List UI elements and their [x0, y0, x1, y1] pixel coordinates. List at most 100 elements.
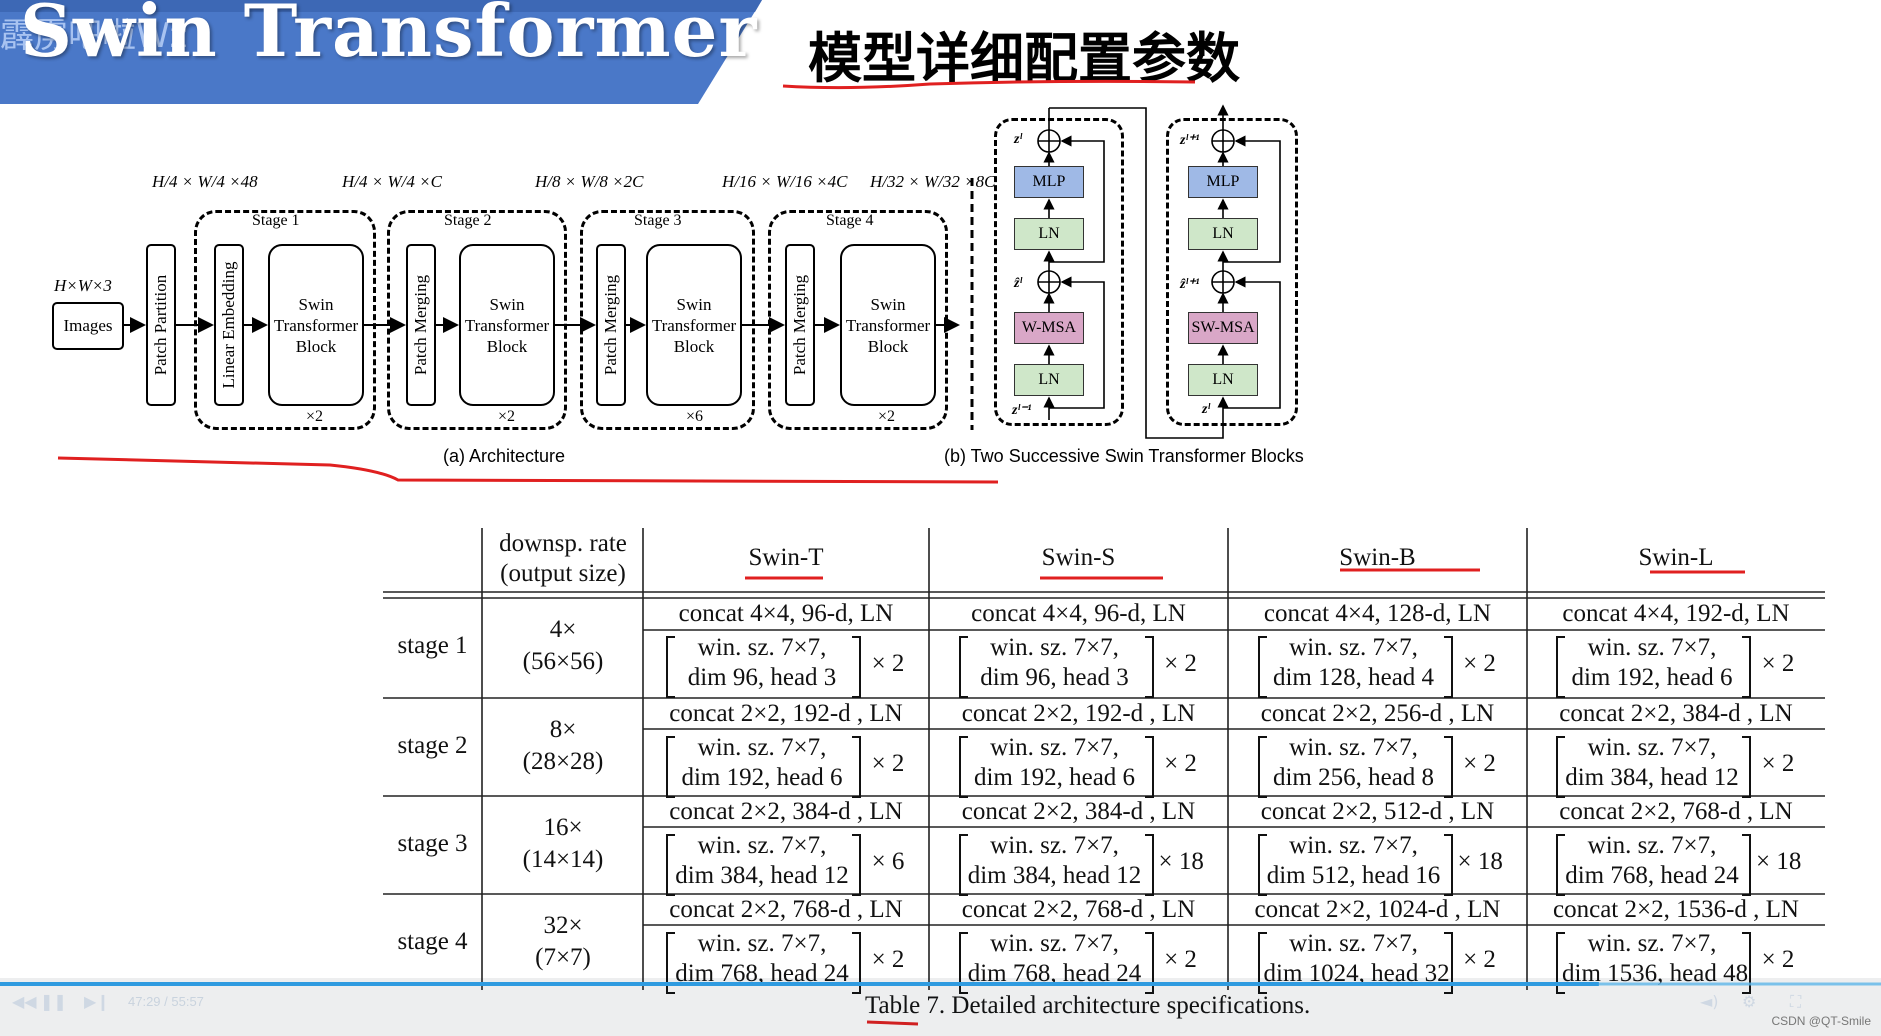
bracket-left: [1556, 932, 1565, 994]
output-size-cell: (28×28): [522, 748, 604, 775]
header-swin-s: Swin-S: [1041, 544, 1116, 571]
header-swin-b: Swin-B: [1339, 544, 1416, 571]
output-size-cell: (14×14): [522, 846, 604, 873]
concat-cell: concat 2×2, 1536-d , LN: [1553, 896, 1799, 923]
window-size-cell: win. sz. 7×7,: [990, 634, 1119, 661]
banner-watermark: 霹雳吧啦Wz: [0, 16, 188, 56]
repeat-cell: × 2: [1761, 650, 1795, 677]
repeat-cell: × 2: [1761, 750, 1795, 777]
concat-cell: concat 2×2, 384-d , LN: [669, 798, 903, 825]
bracket-right: [1443, 932, 1453, 994]
window-size-cell: win. sz. 7×7,: [697, 930, 827, 957]
progress-track[interactable]: [0, 978, 1881, 1036]
repeat-cell: × 6: [871, 848, 905, 875]
dim-label-1: H/4 × W/4 ×C: [342, 172, 442, 191]
table-caption: Table 7. Detailed architecture specifica…: [865, 992, 1310, 1020]
bracket-right: [1144, 736, 1154, 798]
swin-block-label: Swin Transformer Block: [464, 294, 550, 356]
stage-3-repeat: ×6: [686, 408, 704, 425]
concat-cell: concat 2×2, 768-d , LN: [961, 896, 1196, 923]
concat-cell: concat 4×4, 128-d, LN: [1263, 600, 1492, 627]
header-swin-l: Swin-L: [1638, 544, 1714, 571]
swin-block-label: Swin Transformer Block: [845, 294, 931, 356]
concat-cell: concat 2×2, 192-d , LN: [961, 700, 1196, 727]
bracket-left: [1257, 736, 1267, 798]
patch-merging-box-2: Patch Merging: [406, 244, 436, 406]
patch-partition-box: Patch Partition: [146, 244, 176, 406]
bracket-left: [958, 636, 968, 698]
dim-head-cell: dim 384, head 12: [675, 862, 849, 889]
window-size-cell: win. sz. 7×7,: [1587, 634, 1717, 661]
stage-3-label: Stage 3: [634, 212, 682, 229]
architecture-caption: (a) Architecture: [443, 446, 566, 466]
bracket-left: [958, 932, 968, 994]
stage-1-box: [194, 210, 376, 430]
repeat-cell: × 2: [871, 650, 905, 677]
dim-label-0: H/4 × W/4 ×48: [152, 172, 258, 191]
stage-2-box: [387, 210, 567, 430]
header-rate-line1: downsp. rate: [499, 530, 627, 557]
repeat-cell: × 2: [1164, 650, 1197, 677]
stage-1-repeat: ×2: [306, 408, 324, 425]
repeat-cell: × 2: [1164, 946, 1197, 973]
bracket-right: [852, 636, 861, 698]
concat-cell: concat 2×2, 1024-d , LN: [1254, 896, 1501, 923]
pause-icon[interactable]: ❚❚: [40, 992, 67, 1011]
video-player-bar: ◀◀ ❚❚ ▶❙ 47:29 / 55:57 ◄) ⚙ ⛶: [0, 978, 1881, 1036]
bracket-left: [666, 834, 675, 896]
dim-head-cell: dim 192, head 6: [973, 764, 1136, 791]
bracket-right: [852, 932, 861, 994]
bracket-right: [1742, 834, 1751, 896]
window-size-cell: win. sz. 7×7,: [1587, 734, 1717, 761]
dim-label-2: H/8 × W/8 ×2C: [535, 172, 644, 191]
concat-cell: concat 2×2, 384-d , LN: [961, 798, 1196, 825]
bracket-left: [1257, 932, 1267, 994]
bracket-right: [1443, 736, 1453, 798]
banner-title: Swin Transformer: [20, 0, 758, 73]
bracket-left: [666, 932, 675, 994]
window-size-cell: win. sz. 7×7,: [1289, 734, 1418, 761]
patch-merging-box-3: Patch Merging: [596, 244, 626, 406]
bracket-left: [1257, 834, 1267, 896]
concat-cell: concat 2×2, 192-d , LN: [669, 700, 903, 727]
concat-cell: concat 2×2, 768-d , LN: [1559, 798, 1793, 825]
window-size-cell: win. sz. 7×7,: [697, 832, 827, 859]
window-size-cell: win. sz. 7×7,: [990, 832, 1119, 859]
dim-label-4: H/32 × W/32 ×8C: [870, 172, 996, 191]
bracket-right: [1443, 834, 1453, 896]
bracket-right: [852, 736, 861, 798]
title-banner: 霹雳吧啦Wz Swin Transformer: [0, 0, 762, 104]
bracket-right: [852, 834, 861, 896]
next-icon[interactable]: ▶❙: [84, 992, 110, 1011]
swin-block-stage-1: Swin Transformer Block: [268, 244, 364, 406]
linear-embedding-box: Linear Embedding: [214, 244, 244, 406]
page-title: 模型详细配置参数: [808, 27, 1240, 90]
fullscreen-icon[interactable]: ⛶: [1790, 992, 1802, 1011]
prev-icon[interactable]: ◀◀: [12, 992, 37, 1011]
output-size-cell: (56×56): [522, 648, 604, 675]
repeat-cell: × 18: [1158, 848, 1204, 875]
bracket-left: [1257, 636, 1267, 698]
stage-label-cell: stage 1: [397, 632, 468, 659]
repeat-cell: × 2: [1761, 946, 1795, 973]
bracket-left: [1556, 636, 1565, 698]
header-swin-t: Swin-T: [748, 544, 824, 571]
patch-merging-box-4: Patch Merging: [785, 244, 815, 406]
csdn-watermark: CSDN @QT-Smile: [1771, 1014, 1871, 1028]
images-label: Images: [63, 316, 113, 335]
output-size-cell: (7×7): [535, 944, 591, 971]
concat-cell: concat 4×4, 192-d, LN: [1562, 600, 1790, 627]
volume-icon[interactable]: ◄): [1700, 992, 1719, 1011]
bracket-right: [1742, 736, 1751, 798]
rate-cell: 8×: [549, 716, 577, 743]
settings-icon[interactable]: ⚙: [1742, 992, 1757, 1011]
window-size-cell: win. sz. 7×7,: [1587, 930, 1717, 957]
concat-cell: concat 4×4, 96-d, LN: [678, 600, 894, 627]
banner-shape: [0, 0, 762, 104]
window-size-cell: win. sz. 7×7,: [1587, 832, 1717, 859]
bracket-left: [958, 834, 968, 896]
concat-cell: concat 4×4, 96-d, LN: [971, 600, 1186, 627]
window-size-cell: win. sz. 7×7,: [697, 734, 827, 761]
dim-head-cell: dim 384, head 12: [967, 862, 1142, 889]
dim-head-cell: dim 384, head 12: [1565, 764, 1739, 791]
